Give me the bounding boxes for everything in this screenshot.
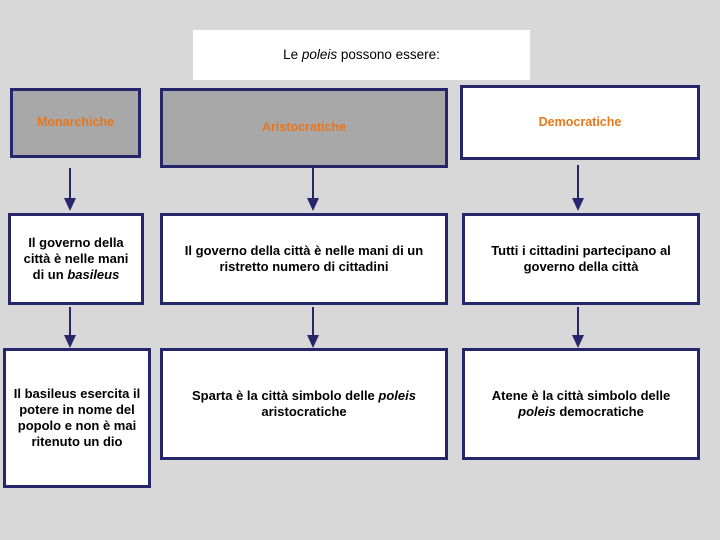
title-box: Le poleis possono essere: <box>193 30 530 80</box>
detail-text-before-democratiche: Atene è la città simbolo delle <box>491 388 671 404</box>
category-box-democratiche[interactable]: Democratiche <box>460 85 700 160</box>
title-text-before: Le <box>283 46 302 62</box>
definition-box-democratiche[interactable]: Tutti i cittadini partecipano al governo… <box>462 213 700 305</box>
definition-text-aristocratiche: Il governo della città è nelle mani di u… <box>163 243 445 275</box>
detail-text-before-aristocratiche: Sparta è la città simbolo delle <box>192 388 379 404</box>
detail-text-before-monarchiche: Il basileus esercita il potere in nome d… <box>13 386 141 449</box>
detail-box-monarchiche[interactable]: Il basileus esercita il potere in nome d… <box>3 348 151 488</box>
definition-text-monarchiche: Il governo della città è nelle mani di u… <box>11 235 141 283</box>
detail-box-aristocratiche[interactable]: Sparta è la città simbolo delle poleis a… <box>160 348 448 460</box>
definition-text-democratiche: Tutti i cittadini partecipano al governo… <box>465 243 697 275</box>
definition-box-aristocratiche[interactable]: Il governo della città è nelle mani di u… <box>160 213 448 305</box>
definition-text-before-democratiche: Tutti i cittadini partecipano al governo… <box>491 243 671 274</box>
arrow-down-icon-democratiche-1 <box>571 165 585 212</box>
detail-text-monarchiche: Il basileus esercita il potere in nome d… <box>6 386 148 449</box>
detail-text-after-democratiche: democratiche <box>555 404 644 419</box>
category-box-monarchiche[interactable]: Monarchiche <box>10 88 141 158</box>
category-label-monarchiche: Monarchiche <box>36 115 115 130</box>
definition-text-before-aristocratiche: Il governo della città è nelle mani di u… <box>184 243 424 274</box>
title-text-after: possono essere: <box>337 46 440 62</box>
definition-box-monarchiche[interactable]: Il governo della città è nelle mani di u… <box>8 213 144 305</box>
arrow-down-icon-aristocratiche-2 <box>306 307 320 349</box>
detail-text-after-aristocratiche: aristocratiche <box>261 404 347 419</box>
detail-text-italic-aristocratiche: poleis <box>378 388 416 404</box>
arrow-down-icon-monarchiche-2 <box>63 307 77 349</box>
category-label-aristocratiche: Aristocratiche <box>261 120 347 135</box>
title-text-italic: poleis <box>301 46 338 62</box>
title-text: Le poleis possono essere: <box>283 47 440 63</box>
arrow-down-icon-monarchiche-1 <box>63 168 77 212</box>
detail-text-italic-democratiche: poleis <box>518 404 556 419</box>
definition-text-before-monarchiche: Il governo della città è nelle mani di u… <box>23 235 129 282</box>
detail-text-aristocratiche: Sparta è la città simbolo delle poleis a… <box>163 388 445 420</box>
definition-text-italic-monarchiche: basileus <box>67 266 120 282</box>
arrow-down-icon-democratiche-2 <box>571 307 585 349</box>
category-box-aristocratiche[interactable]: Aristocratiche <box>160 88 448 168</box>
arrow-down-icon-aristocratiche-1 <box>306 168 320 212</box>
category-label-democratiche: Democratiche <box>538 114 622 129</box>
detail-text-democratiche: Atene è la città simbolo delle poleis de… <box>465 388 697 420</box>
detail-box-democratiche[interactable]: Atene è la città simbolo delle poleis de… <box>462 348 700 460</box>
